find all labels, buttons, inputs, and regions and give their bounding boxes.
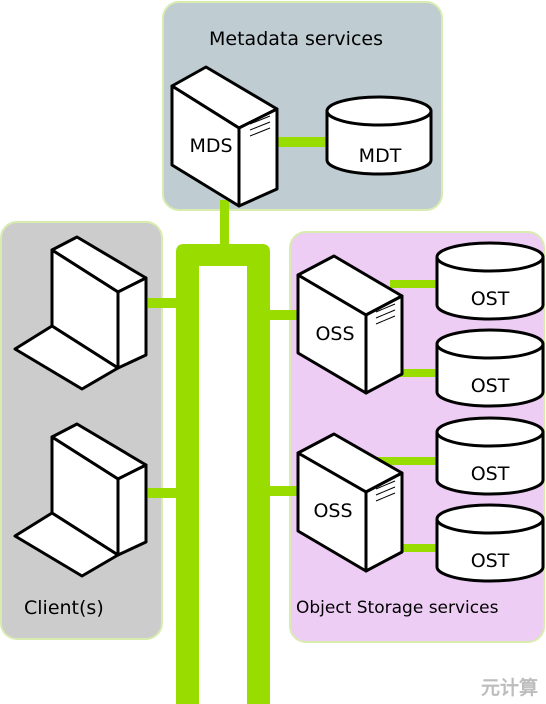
oss-2-ost-4-link: [375, 544, 438, 552]
network-bus: [148, 137, 438, 704]
ost-1-disk-icon: [435, 241, 545, 321]
mds-label: MDS: [189, 135, 232, 157]
client-2-link: [148, 488, 178, 498]
ost-4-disk-icon: [435, 503, 545, 583]
ost-4-label: OST: [471, 550, 510, 572]
oss-1-server-icon: [296, 254, 404, 395]
mdt-label: MDT: [359, 145, 402, 167]
ost-3-label: OST: [471, 463, 510, 485]
network-backbone: [176, 244, 270, 704]
ost-3-disk-icon: [435, 416, 545, 496]
ost-1-label: OST: [471, 288, 510, 310]
mds-server-icon: [170, 65, 279, 208]
oss-1-label: OSS: [315, 323, 354, 345]
oss-2-label: OSS: [313, 500, 352, 522]
object-storage-services-title: Object Storage services: [296, 598, 499, 618]
client-1-link: [148, 298, 178, 308]
metadata-services-title: Metadata services: [209, 28, 383, 50]
clients-title: Client(s): [24, 597, 104, 619]
oss-1-ost-1-link: [390, 280, 438, 288]
mds-mdt-link: [276, 137, 328, 147]
oss-1-link: [268, 310, 302, 320]
oss-2-link: [268, 486, 302, 496]
oss-1-ost-2-link: [390, 369, 438, 377]
mds-uplink: [220, 200, 229, 248]
oss-2-server-icon: [296, 432, 404, 573]
oss-2-ost-3-link: [375, 457, 438, 465]
ost-2-label: OST: [471, 375, 510, 397]
watermark: 元计算: [481, 676, 538, 699]
client-2-computer-icon: [13, 422, 148, 578]
ost-2-disk-icon: [435, 328, 545, 408]
mdt-disk-icon: [325, 95, 433, 176]
client-1-computer-icon: [13, 235, 148, 391]
